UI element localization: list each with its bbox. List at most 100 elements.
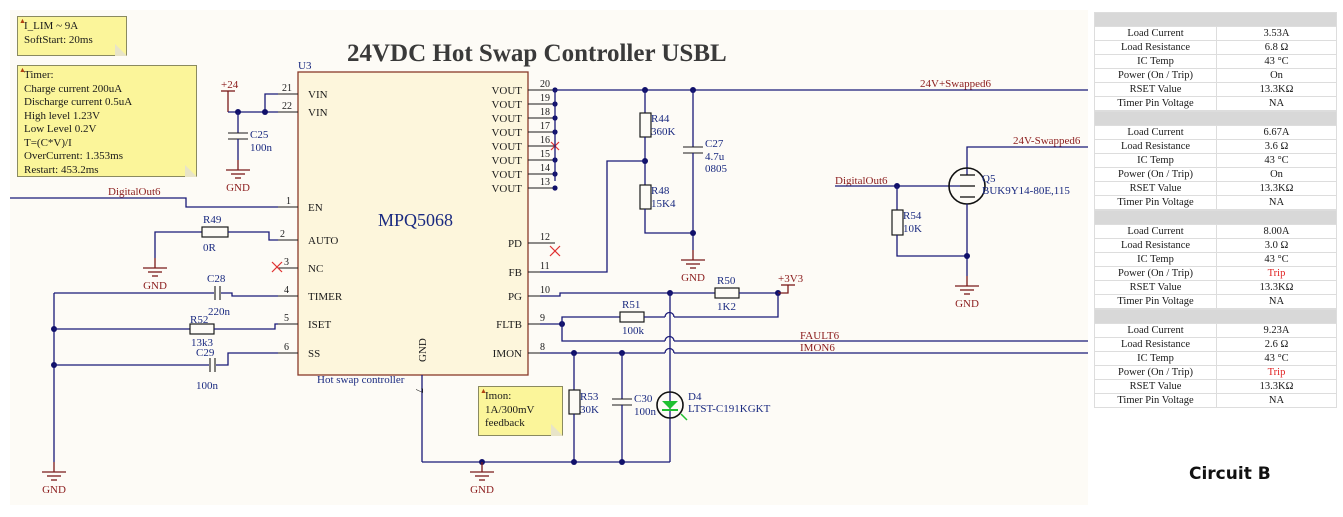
svg-text:C29: C29 (196, 347, 215, 359)
row-value: 3.0 Ω (1216, 238, 1337, 253)
svg-text:4: 4 (284, 285, 289, 296)
svg-text:DigitalOut6: DigitalOut6 (835, 175, 888, 187)
table-row: Power (On / Trip)On (1094, 167, 1337, 182)
svg-text:IMON6: IMON6 (800, 342, 835, 354)
junction-dot (552, 185, 558, 191)
row-label: Timer Pin Voltage (1094, 96, 1217, 111)
row-value: NA (1216, 393, 1337, 408)
results-block-header (1094, 111, 1337, 126)
svg-text:10K: 10K (903, 223, 922, 235)
svg-text:VIN: VIN (308, 89, 328, 101)
svg-text:100k: 100k (622, 325, 645, 337)
row-label: RSET Value (1094, 379, 1217, 394)
gnd-pin-label: GND (417, 338, 429, 362)
row-label: IC Temp (1094, 54, 1217, 69)
row-label: Load Current (1094, 26, 1217, 41)
results-block-header (1094, 12, 1337, 27)
row-label: Power (On / Trip) (1094, 266, 1217, 281)
svg-text:1: 1 (286, 196, 291, 207)
row-value: NA (1216, 96, 1337, 111)
svg-text:0805: 0805 (705, 163, 728, 175)
row-label: RSET Value (1094, 82, 1217, 97)
ic-part: MPQ5068 (378, 210, 453, 230)
svg-text:C28: C28 (207, 273, 226, 285)
ic-left-pins: 21 VIN 22 VIN 1 EN 2 AUTO 3 NC 4 TIMER 5… (278, 83, 343, 360)
svg-text:6: 6 (284, 342, 289, 353)
pin-label: VOUT (491, 113, 522, 125)
svg-text:3: 3 (284, 257, 289, 268)
pin-number: 19 (540, 93, 550, 104)
pin-number: 20 (540, 79, 550, 90)
svg-text:ISET: ISET (308, 319, 332, 331)
table-row: Power (On / Trip)On (1094, 68, 1337, 83)
ic-description: Hot swap controller (317, 374, 405, 386)
row-value: 13.3KΩ (1216, 82, 1337, 97)
pin-number: 17 (540, 121, 550, 132)
ground-icon: GND (42, 462, 66, 496)
pin-label: FB (509, 267, 522, 279)
svg-text:VIN: VIN (308, 107, 328, 119)
row-label: Load Resistance (1094, 40, 1217, 55)
svg-text:C25: C25 (250, 129, 269, 141)
pin-label: PG (508, 291, 522, 303)
svg-text:FAULT6: FAULT6 (800, 330, 840, 342)
row-value: 3.6 Ω (1216, 139, 1337, 154)
ground-icon: GND (955, 276, 979, 310)
row-label: Power (On / Trip) (1094, 167, 1217, 182)
table-row: Power (On / Trip)Trip (1094, 365, 1337, 380)
row-value: 43 °C (1216, 252, 1337, 267)
row-label: Timer Pin Voltage (1094, 195, 1217, 210)
row-label: Load Current (1094, 125, 1217, 140)
svg-text:R51: R51 (622, 299, 640, 311)
row-value: 13.3KΩ (1216, 379, 1337, 394)
pin-number: 12 (540, 232, 550, 243)
status-network: +3V3 R50 1K2 R51 100k FAULT6 IMON6 (422, 273, 1088, 465)
row-value: On (1216, 167, 1337, 182)
row-value: 9.23A (1216, 323, 1337, 338)
pin-label: VOUT (491, 127, 522, 139)
svg-text:C27: C27 (705, 138, 724, 150)
svg-text:LTST-C191KGKT: LTST-C191KGKT (688, 403, 771, 415)
pin-label: PD (508, 238, 522, 250)
ground-label: GND (42, 484, 66, 496)
svg-text:R54: R54 (903, 210, 922, 222)
svg-text:AUTO: AUTO (308, 235, 338, 247)
row-value: 2.6 Ω (1216, 337, 1337, 352)
row-label: Timer Pin Voltage (1094, 393, 1217, 408)
svg-text:D4: D4 (688, 391, 702, 403)
row-label: RSET Value (1094, 280, 1217, 295)
pin-number: 13 (540, 177, 550, 188)
svg-text:2: 2 (280, 229, 285, 240)
row-value: 3.53A (1216, 26, 1337, 41)
row-value: 8.00A (1216, 224, 1337, 239)
svg-text:BUK9Y14-80E,115: BUK9Y14-80E,115 (982, 185, 1070, 197)
svg-text:30K: 30K (580, 404, 599, 416)
svg-text:Q5: Q5 (982, 173, 996, 185)
ic-ref: U3 (298, 60, 312, 72)
pin-number: 15 (540, 149, 550, 160)
row-label: IC Temp (1094, 252, 1217, 267)
row-label: Load Current (1094, 323, 1217, 338)
ground-label: GND (226, 182, 250, 194)
pin-label: VOUT (491, 85, 522, 97)
row-label: Load Resistance (1094, 139, 1217, 154)
row-value: NA (1216, 195, 1337, 210)
pin-label: IMON (493, 348, 522, 360)
